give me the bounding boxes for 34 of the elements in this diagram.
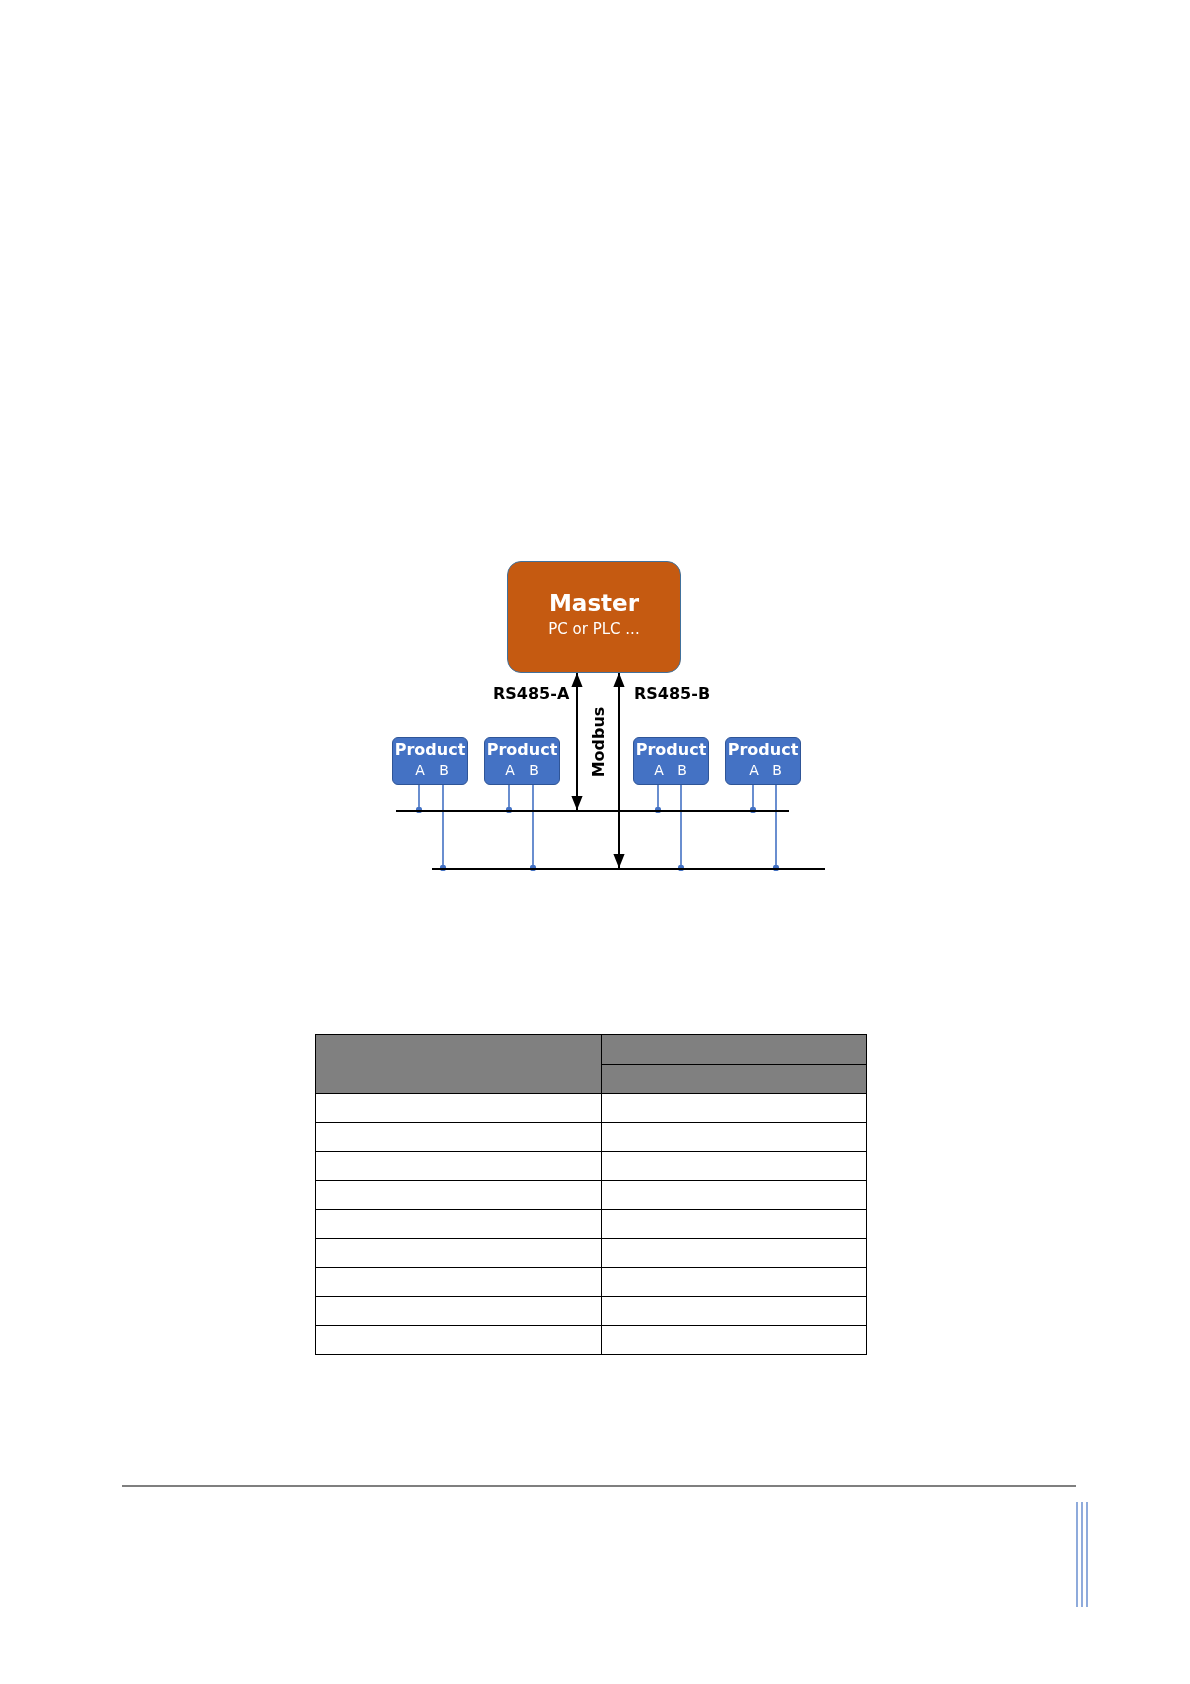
- bus-line: [432, 868, 825, 870]
- product-box: [725, 737, 801, 785]
- pin-label: B: [676, 763, 688, 777]
- box-subtitle: PC or PLC ...: [547, 620, 641, 638]
- bus-label: Modbus: [588, 706, 608, 778]
- box-title: Product: [726, 742, 800, 758]
- wire: [654, 784, 662, 814]
- edge-label: RS485-B: [634, 684, 711, 703]
- bus-line: [396, 810, 789, 812]
- wire: [439, 784, 447, 872]
- product-box: [392, 737, 468, 785]
- pin-label: A: [653, 763, 665, 777]
- box-title: Product: [485, 742, 559, 758]
- master-box: [507, 561, 681, 673]
- box-title: Product: [634, 742, 708, 758]
- product-box: [484, 737, 560, 785]
- pin-label: A: [504, 763, 516, 777]
- wire: [772, 784, 780, 872]
- pin-label: B: [771, 763, 783, 777]
- wire: [677, 784, 685, 872]
- pin-label: B: [528, 763, 540, 777]
- box-title: Master: [547, 590, 640, 616]
- wire: [529, 784, 537, 872]
- wire: [415, 784, 423, 814]
- pin-label: A: [748, 763, 760, 777]
- double-arrow: [571, 672, 583, 811]
- box-title: Product: [393, 742, 467, 758]
- double-arrow: [613, 672, 625, 869]
- pin-label: B: [438, 763, 450, 777]
- pin-label: A: [414, 763, 426, 777]
- wire: [505, 784, 513, 814]
- product-box: [633, 737, 709, 785]
- wire: [749, 784, 757, 814]
- edge-label: RS485-A: [493, 684, 570, 703]
